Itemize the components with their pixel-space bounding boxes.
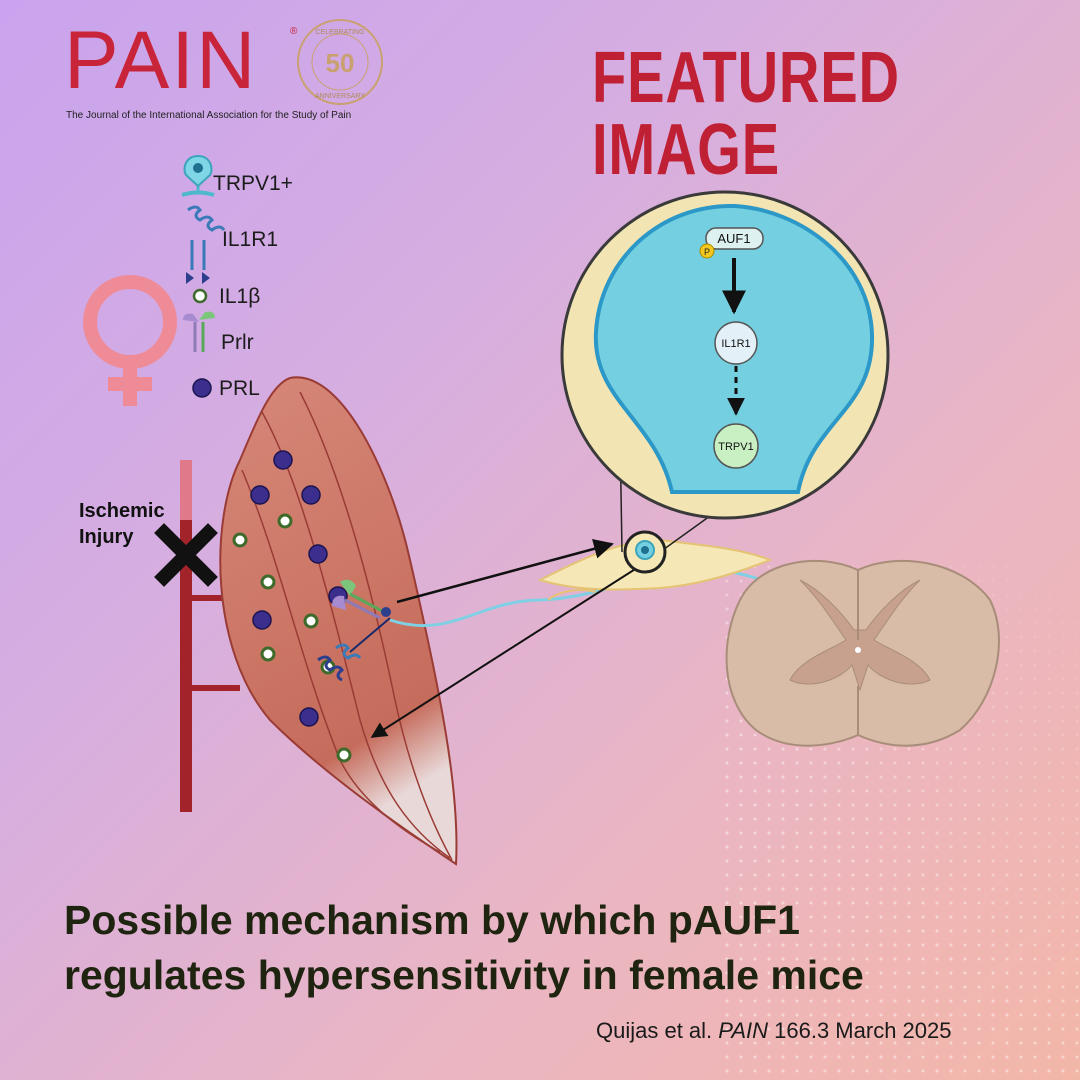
title-line-1: Possible mechanism by which pAUF1 [64,897,800,943]
injury-label-line1: Ischemic [79,500,165,522]
receptor-icon [186,205,226,284]
citation-details: 166.3 March 2025 [774,1018,952,1043]
title-line-2: regulates hypersensitivity in female mic… [64,952,864,998]
arrow-to-ganglion [396,539,614,604]
badge-bottom-text: ANNIVERSARY [315,93,365,100]
registered-mark: ® [290,26,298,37]
muscle-tissue [219,376,458,866]
purple-ball-icon [192,378,212,398]
figure-title: Possible mechanism by which pAUF1 regula… [64,893,1024,1003]
trpv1-node [713,423,759,469]
spinal-cord-section [725,559,1000,747]
badge-top-text: CELEBRATING [316,29,365,36]
journal-subtitle: The Journal of the International Associa… [66,110,352,121]
phospho-badge [699,243,715,259]
anniversary-badge: CELEBRATING 50 ANNIVERSARY [297,19,383,105]
journal-logo: PAIN [64,15,258,106]
legend-prlr-label: Prlr [221,331,254,354]
legend-trpv1-label: TRPV1+ [213,172,293,195]
il1r1-node [714,321,758,365]
il1r1-label: IL1R1 [721,338,750,350]
prolactin-receptor-icon [183,311,215,352]
featured-image-banner: FEATURED IMAGE [592,38,900,190]
arrow-to-muscle [370,565,641,738]
neuron-icon [181,154,215,197]
open-circle-icon [192,288,208,304]
auf1-node [705,227,764,250]
nerve-terminal-receptors [317,579,391,682]
legend-il1r1-label: IL1R1 [222,228,279,251]
citation-journal: PAIN [718,1018,769,1043]
auf1-label: AUF1 [717,231,750,246]
injury-x-icon [154,523,218,587]
badge-number: 50 [326,48,355,78]
trpv1-label: TRPV1 [718,441,753,453]
legend-il1b-label: IL1β [219,285,261,308]
legend-prl-label: PRL [219,377,260,400]
injury-label-line2: Injury [79,526,134,548]
phospho-label: P [704,247,710,257]
citation: Quijas et al. PAIN 166.3 March 2025 [596,1018,951,1044]
il1b-molecules [232,513,352,763]
prl-molecules [250,450,348,727]
zoom-inset: AUF1 P IL1R1 TRPV1 [560,190,890,574]
female-symbol-icon [83,275,177,406]
citation-authors: Quijas et al. [596,1018,713,1043]
ischemic-injury-label: Ischemic Injury [79,498,165,550]
